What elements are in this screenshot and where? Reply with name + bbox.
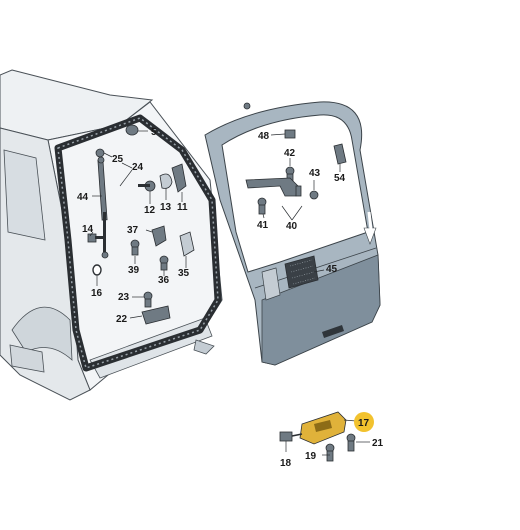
label-19: 19 xyxy=(305,451,317,462)
label-18: 18 xyxy=(280,458,292,469)
label-36: 36 xyxy=(158,275,170,286)
label-13: 13 xyxy=(160,202,172,213)
label-24: 24 xyxy=(132,162,144,173)
part-18-connector xyxy=(279,431,303,442)
label-43: 43 xyxy=(309,168,321,179)
label-5: 5 xyxy=(151,127,157,138)
part-37-bracket xyxy=(151,225,167,247)
label-44: 44 xyxy=(77,192,89,203)
part-48-clip xyxy=(284,129,296,139)
label-23: 23 xyxy=(118,292,130,303)
label-45: 45 xyxy=(326,264,338,275)
part-43-nut xyxy=(309,190,319,200)
label-54: 54 xyxy=(334,173,346,184)
label-41: 41 xyxy=(257,220,269,231)
label-21: 21 xyxy=(372,438,384,449)
part-19-screw xyxy=(325,443,335,462)
label-16: 16 xyxy=(91,288,103,299)
part-21-screw xyxy=(346,433,356,452)
part-11-hinge xyxy=(171,163,187,193)
label-40: 40 xyxy=(286,221,298,232)
part-54-bracket xyxy=(333,143,347,165)
label-37: 37 xyxy=(127,225,139,236)
label-17: 17 xyxy=(358,418,370,429)
part-35-hinge xyxy=(179,231,195,257)
leader-lines xyxy=(89,130,370,456)
label-11: 11 xyxy=(177,202,188,213)
part-41-bolt xyxy=(257,197,267,215)
label-12: 12 xyxy=(144,205,156,216)
part-5-cap xyxy=(125,124,139,136)
callout-labels: 5 25 24 44 14 16 12 13 11 37 39 36 35 23… xyxy=(77,127,384,469)
label-39: 39 xyxy=(128,265,140,276)
part-22-striker xyxy=(141,305,171,325)
label-42: 42 xyxy=(284,148,296,159)
part-40-handle xyxy=(245,177,299,197)
part-23-screw xyxy=(143,291,153,308)
label-14: 14 xyxy=(82,224,94,235)
label-35: 35 xyxy=(178,268,190,279)
part-44-gas-strut xyxy=(97,156,109,259)
part-40-clip xyxy=(295,185,302,197)
part-14-bolt xyxy=(87,233,105,243)
part-13-striker xyxy=(159,173,173,189)
label-48: 48 xyxy=(258,131,270,142)
part-16-grommet xyxy=(92,264,102,276)
part-25-clip xyxy=(95,148,105,158)
part-12-bolt xyxy=(138,180,156,192)
door-opening-seal xyxy=(54,114,222,372)
label-25: 25 xyxy=(112,154,124,165)
highlight-marker-17 xyxy=(354,412,374,432)
part-top-screw xyxy=(243,102,251,110)
part-36-bolt xyxy=(159,255,169,271)
part-39-screw xyxy=(130,239,140,256)
tailgate xyxy=(204,101,381,366)
label-22: 22 xyxy=(116,314,128,325)
